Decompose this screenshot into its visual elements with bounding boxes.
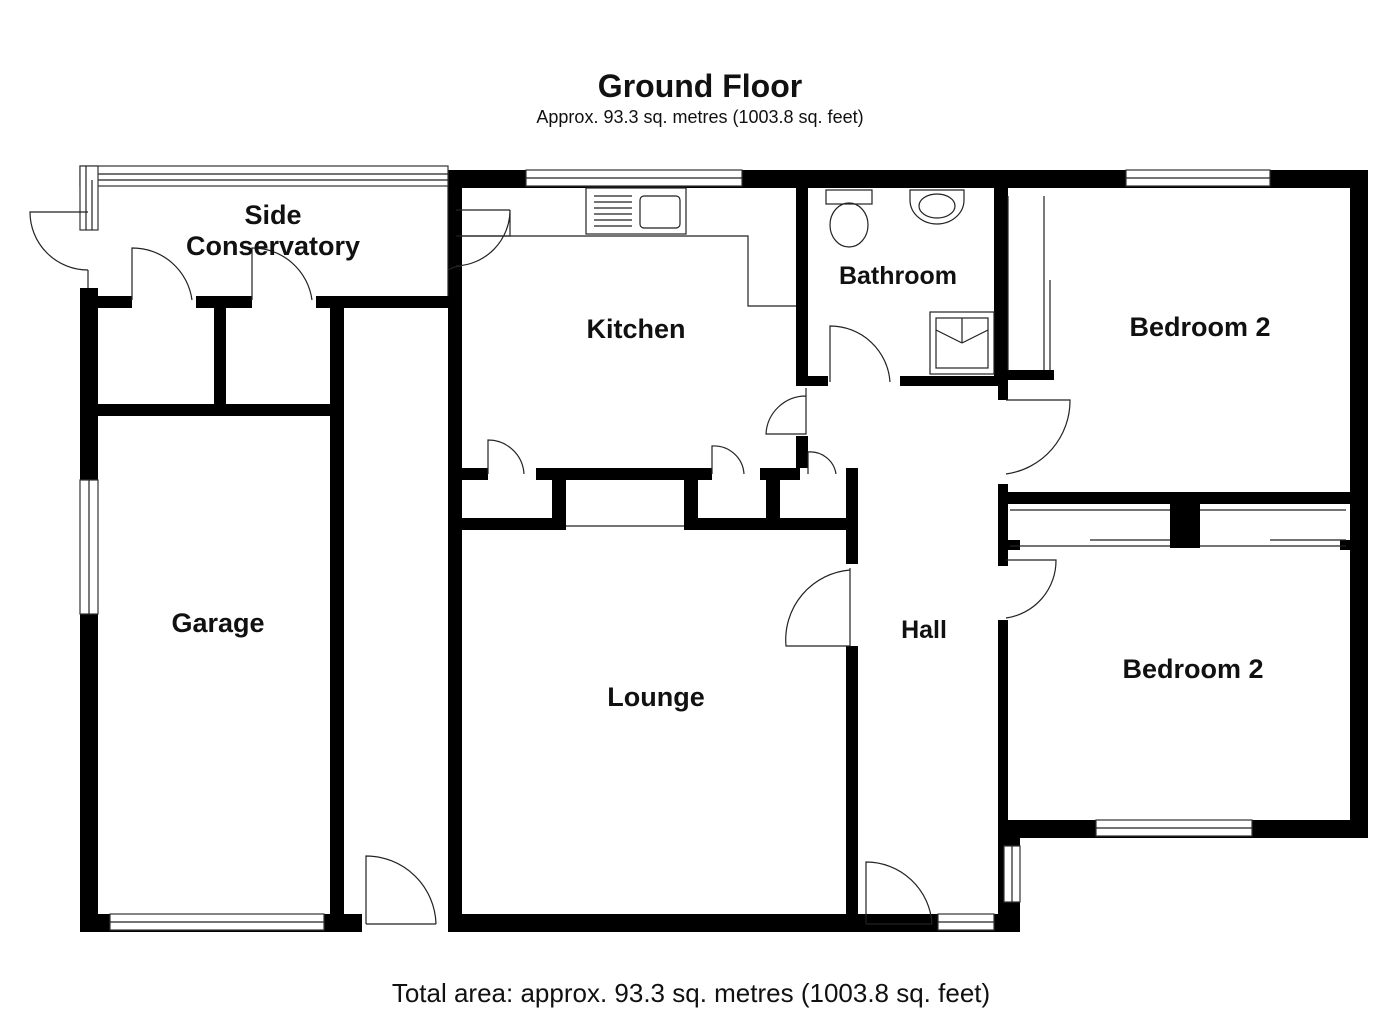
door-store-2: [251, 247, 313, 301]
basin-icon: [909, 189, 965, 225]
kitchen-worktop: [462, 235, 796, 307]
door-bathroom: [829, 325, 891, 383]
door-cupboard-3: [807, 451, 837, 475]
interior-walls: [448, 170, 1368, 914]
shower-icon: [929, 311, 995, 375]
label-bathroom: Bathroom: [839, 262, 957, 290]
door-hall-kitchen: [765, 388, 807, 435]
windows: [79, 165, 1271, 931]
label-hall: Hall: [901, 616, 947, 644]
fixtures: [585, 187, 995, 375]
door-store-1: [131, 247, 193, 301]
wardrobe-bedroom-top: [1007, 196, 1051, 370]
floor-title: Ground Floor: [597, 68, 803, 104]
label-side-conservatory-1: Side: [244, 200, 301, 230]
label-lounge: Lounge: [607, 682, 704, 712]
doors: [29, 196, 1346, 925]
door-cupboard-2: [711, 445, 745, 475]
label-kitchen: Kitchen: [586, 314, 685, 344]
label-side-conservatory-2: Conservatory: [186, 231, 360, 261]
label-bedroom-top: Bedroom 2: [1129, 312, 1270, 342]
sink-icon: [585, 187, 687, 235]
label-garage: Garage: [171, 608, 264, 638]
toilet-icon: [825, 189, 873, 205]
room-labels: Side Conservatory Kitchen Bathroom Bedro…: [171, 200, 1270, 712]
total-area-footer: Total area: approx. 93.3 sq. metres (100…: [391, 978, 991, 1008]
plan-header: Ground Floor Approx. 93.3 sq. metres (10…: [0, 66, 1400, 128]
label-bedroom-bottom: Bedroom 2: [1122, 654, 1263, 684]
door-kitchen-conservatory: [455, 209, 511, 267]
door-front: [865, 861, 933, 925]
floor-area-subtitle: Approx. 93.3 sq. metres (1003.8 sq. feet…: [536, 107, 864, 127]
wardrobe-bedroom-bottom: [1010, 509, 1346, 547]
door-bedroom-bottom: [1005, 559, 1057, 619]
door-lounge: [785, 568, 851, 647]
door-bedroom-top: [1005, 399, 1071, 475]
outer-walls: [80, 170, 1368, 932]
door-conservatory-entrance: [29, 211, 89, 271]
door-cupboard-1: [487, 439, 525, 475]
door-corridor-front: [365, 855, 437, 925]
